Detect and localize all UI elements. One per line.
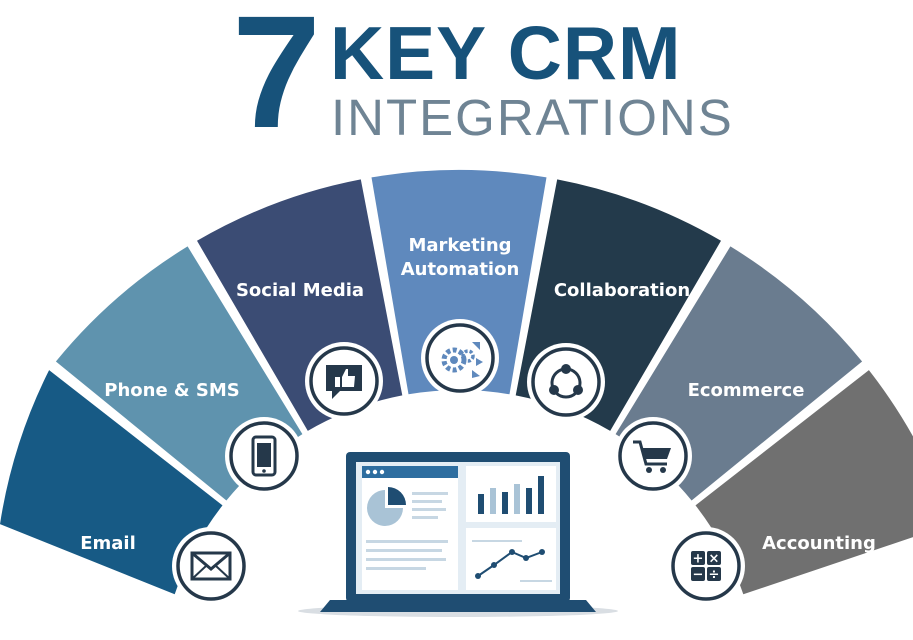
segment-label: Collaboration xyxy=(554,280,690,301)
network-nodes-icon xyxy=(527,343,605,421)
segment-label: Email xyxy=(80,533,136,554)
bar xyxy=(490,488,496,514)
segment-6: Accounting xyxy=(695,370,913,595)
text-line xyxy=(412,508,446,511)
svg-text:+: + xyxy=(693,552,704,567)
thumbs-up-speech-bubble-icon xyxy=(305,342,383,420)
window-dot xyxy=(365,469,371,475)
segment-label: Phone & SMS xyxy=(104,380,239,401)
segment-0: Email xyxy=(0,370,223,595)
text-line xyxy=(520,580,552,582)
text-line xyxy=(472,540,522,542)
bar xyxy=(538,476,544,514)
svg-text:×: × xyxy=(709,552,720,567)
screen-left-panel xyxy=(362,466,458,590)
title-number: 7 xyxy=(232,0,321,161)
smartphone-icon xyxy=(225,417,303,495)
bar xyxy=(526,488,532,514)
svg-text:−: − xyxy=(693,568,704,583)
text-line xyxy=(366,549,442,552)
shopping-cart-icon xyxy=(614,417,692,495)
text-line xyxy=(366,540,448,543)
text-line xyxy=(412,492,448,495)
bar xyxy=(502,492,508,514)
laptop-base xyxy=(320,600,596,612)
window-dot xyxy=(379,469,385,475)
window-dot xyxy=(372,469,378,475)
segment-label: Social Media xyxy=(236,280,364,301)
bar xyxy=(514,484,520,514)
trend-point xyxy=(539,549,545,555)
svg-text:÷: ÷ xyxy=(709,568,720,583)
trend-point xyxy=(475,573,481,579)
text-line xyxy=(366,558,446,561)
text-line xyxy=(412,500,442,503)
text-line xyxy=(366,567,426,570)
segment-label: Accounting xyxy=(762,533,876,554)
calculator-icon: + ×−÷ xyxy=(667,527,745,605)
segment-label: Ecommerce xyxy=(688,380,805,401)
trend-point xyxy=(523,555,529,561)
gears-arrows-icon xyxy=(421,319,499,397)
pie-chart-slice xyxy=(388,487,406,505)
pie-chart-slice xyxy=(367,490,403,526)
text-line xyxy=(412,516,438,519)
title-main: KEY CRM xyxy=(330,11,682,95)
segment-band xyxy=(371,169,547,395)
screen-right-bottom-panel xyxy=(466,528,556,590)
segment-band xyxy=(0,370,223,595)
bar xyxy=(478,494,484,514)
trend-point xyxy=(509,549,515,555)
title-subtitle: INTEGRATIONS xyxy=(331,89,734,146)
segment-band xyxy=(695,370,913,595)
screen-left-header xyxy=(362,466,458,478)
trend-point xyxy=(491,562,497,568)
envelope-icon xyxy=(172,527,250,605)
